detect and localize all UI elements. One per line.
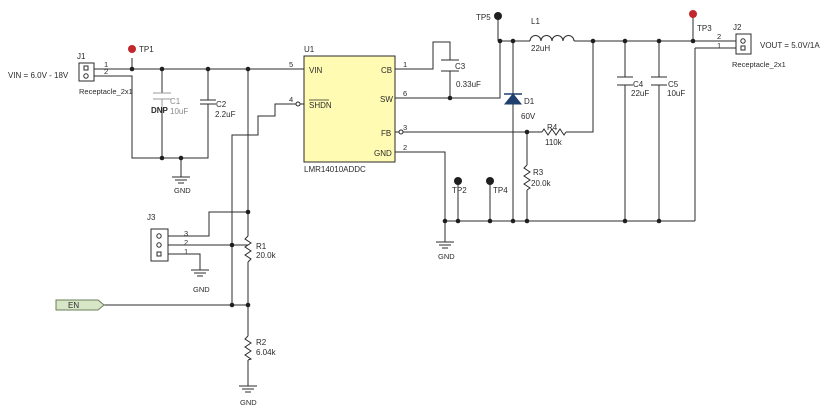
- d1-ref: D1: [524, 97, 535, 106]
- j2-net-label: VOUT = 5.0V/1A: [760, 41, 820, 50]
- inductor-l1: L1 22uH: [529, 17, 575, 53]
- connector-j2: J2 VOUT = 5.0V/1A Receptacle_2x1 2 1: [717, 23, 820, 69]
- j1-pin1: 1: [104, 60, 108, 69]
- pin-sw-num: 6: [403, 89, 407, 98]
- connector-j1: J1 VIN = 6.0V - 18V Receptacle_2x1 1 2: [8, 52, 133, 96]
- tp5-label: TP5: [476, 13, 491, 22]
- r2-ref: R2: [256, 338, 267, 347]
- capacitor-c4: C4 22uF: [617, 76, 649, 98]
- tp3-label: TP3: [697, 24, 712, 33]
- pin-cb-num: 1: [403, 60, 407, 69]
- diode-d1: D1 60V: [503, 88, 536, 121]
- r1-value: 20.0k: [256, 251, 277, 260]
- j1-pin2: 2: [104, 67, 108, 76]
- resistor-r2: R2 6.04k: [244, 335, 277, 361]
- connector-j3: J3 3 2 1: [147, 213, 188, 262]
- j3-ref: J3: [147, 213, 156, 222]
- pin-shdn-name: SHDN: [309, 101, 332, 110]
- d1-value: 60V: [521, 112, 536, 121]
- c1-ref: C1: [170, 97, 181, 106]
- pin-sw-name: SW: [380, 95, 393, 104]
- c5-ref: C5: [668, 80, 679, 89]
- pin-vin-num: 5: [289, 60, 293, 69]
- c3-ref: C3: [455, 62, 466, 71]
- u1-part: LMR14010ADDC: [304, 165, 366, 174]
- j1-ref: J1: [77, 52, 86, 61]
- r3-value: 20.0k: [531, 179, 552, 188]
- ground-symbol-input: GND: [172, 176, 191, 195]
- pin-gnd-num: 2: [403, 143, 407, 152]
- j2-ref: J2: [733, 23, 742, 32]
- pin-cb-name: CB: [381, 66, 392, 75]
- u1-ref: U1: [304, 45, 315, 54]
- en-label: EN: [68, 301, 79, 310]
- r1-ref: R1: [256, 242, 267, 251]
- pin-vin-name: VIN: [309, 66, 323, 75]
- gnd-label-output: GND: [438, 252, 455, 261]
- ground-symbol-output: GND: [436, 241, 455, 261]
- gnd-label-j3: GND: [193, 285, 210, 294]
- j2-pin1: 1: [717, 41, 721, 50]
- c4-value: 22uF: [631, 89, 649, 98]
- c5-value: 10uF: [667, 89, 685, 98]
- r2-value: 6.04k: [256, 348, 277, 357]
- capacitor-c3: C3 0.33uF: [441, 59, 481, 89]
- j2-type: Receptacle_2x1: [732, 60, 786, 69]
- j2-pin2: 2: [717, 32, 721, 41]
- r3-ref: R3: [533, 168, 544, 177]
- c2-ref: C2: [216, 100, 227, 109]
- ground-symbol-j3: GND: [191, 269, 210, 294]
- tp4-label: TP4: [493, 186, 508, 195]
- c3-value: 0.33uF: [456, 80, 481, 89]
- c2-value: 2.2uF: [215, 110, 236, 119]
- l1-ref: L1: [531, 17, 540, 26]
- ic-u1: U1 LMR14010ADDC VIN SHDN CB SW FB GND 5 …: [289, 45, 407, 174]
- gnd-label-input: GND: [174, 186, 191, 195]
- c1-dnp: DNP: [151, 106, 169, 115]
- resistor-r3: R3 20.0k: [523, 164, 552, 191]
- c1-value: 10uF: [170, 107, 188, 116]
- r4-value: 110k: [545, 138, 563, 147]
- gnd-label-bottom: GND: [240, 398, 257, 407]
- test-point-tp1: TP1: [128, 45, 154, 54]
- resistor-r1: R1 20.0k: [244, 235, 277, 263]
- j3-pin1: 1: [184, 247, 188, 256]
- capacitor-c1: C1 DNP 10uF: [151, 92, 188, 116]
- pin-gnd-name: GND: [374, 149, 392, 158]
- ground-symbol-bottom: GND: [239, 385, 257, 407]
- test-point-tp3: TP3: [689, 10, 712, 33]
- test-point-tp4: TP4: [486, 177, 508, 195]
- test-point-tp5: TP5: [476, 12, 502, 22]
- j1-type: Receptacle_2x1: [79, 87, 133, 96]
- c4-ref: C4: [633, 80, 644, 89]
- test-point-tp2: TP2: [452, 177, 467, 195]
- capacitor-c2: C2 2.2uF: [200, 99, 236, 119]
- capacitor-c5: C5 10uF: [651, 76, 685, 98]
- r4-ref: R4: [547, 123, 558, 132]
- wires: [94, 16, 743, 386]
- j3-pin2: 2: [184, 238, 188, 247]
- en-port: EN: [55, 299, 105, 311]
- tp2-label: TP2: [452, 186, 467, 195]
- pin-fb-num: 3: [403, 123, 407, 132]
- tp1-label: TP1: [139, 45, 154, 54]
- l1-value: 22uH: [531, 44, 550, 53]
- j1-net-label: VIN = 6.0V - 18V: [8, 71, 69, 80]
- pin-shdn-num: 4: [289, 95, 293, 104]
- j3-pin3: 3: [184, 229, 188, 238]
- junction-dots: [129, 38, 696, 308]
- pin-fb-name: FB: [381, 129, 391, 138]
- resistor-r4: R4 110k: [541, 123, 567, 147]
